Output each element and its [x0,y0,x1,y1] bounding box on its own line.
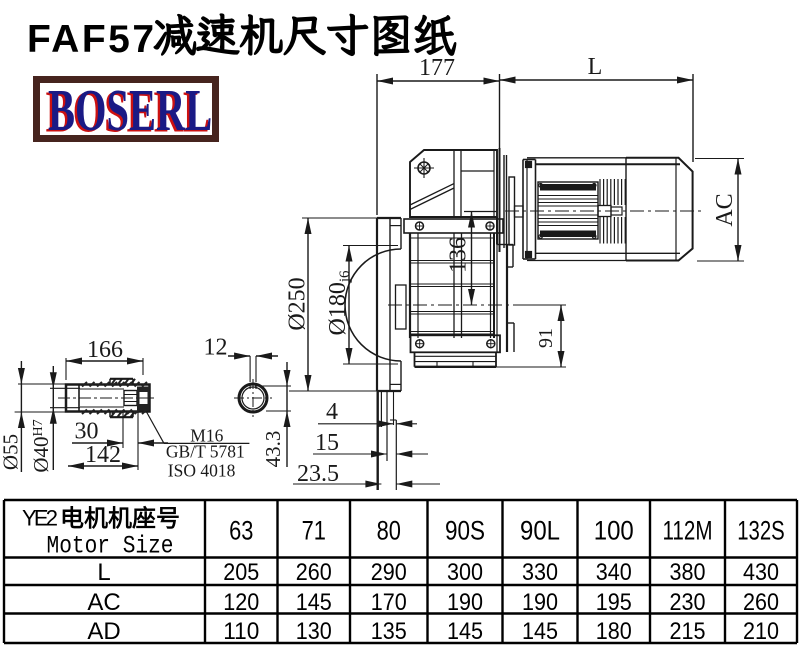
svg-text:142: 142 [85,442,121,468]
svg-text:Motor Size: Motor Size [47,532,174,561]
svg-text:380: 380 [670,559,706,586]
svg-text:190: 190 [522,589,558,616]
svg-text:136: 136 [446,237,472,273]
svg-text:BOSERL: BOSERL [48,77,212,142]
svg-text:AC: AC [87,589,120,616]
svg-text:4: 4 [326,399,338,425]
svg-text:FAF57: FAF57 [27,18,157,61]
svg-text:177: 177 [419,55,455,81]
svg-text:130: 130 [296,618,332,645]
svg-text:135: 135 [371,618,407,645]
svg-text:110: 110 [223,618,259,645]
svg-text:430: 430 [743,559,779,586]
svg-text:190: 190 [447,589,483,616]
svg-text:340: 340 [596,559,632,586]
svg-text:180: 180 [596,618,632,645]
svg-text:195: 195 [596,589,632,616]
svg-text:230: 230 [670,589,706,616]
svg-text:90L: 90L [520,516,560,546]
svg-text:M16: M16 [190,426,223,446]
svg-text:205: 205 [223,559,259,586]
svg-text:80: 80 [377,516,401,546]
svg-text:15: 15 [315,430,339,456]
svg-text:L: L [97,559,110,586]
svg-text:132S: 132S [737,516,785,546]
svg-text:L: L [588,54,603,80]
svg-text:YE2: YE2 [22,506,58,531]
svg-text:AD: AD [87,618,120,645]
svg-text:Ø250: Ø250 [285,277,311,330]
svg-text:Ø55: Ø55 [0,434,23,470]
svg-text:GB/T 5781: GB/T 5781 [166,442,245,462]
svg-text:BOSERL: BOSERL [46,79,210,144]
svg-text:330: 330 [522,559,558,586]
svg-text:30: 30 [75,419,99,445]
svg-text:145: 145 [522,618,558,645]
svg-text:91: 91 [535,328,557,348]
svg-text:166: 166 [87,337,123,363]
svg-text:260: 260 [296,559,332,586]
svg-text:112M: 112M [663,516,713,546]
svg-text:90S: 90S [445,516,485,546]
svg-text:215: 215 [670,618,706,645]
svg-text:63: 63 [229,516,253,546]
svg-text:AC: AC [712,193,738,226]
svg-text:71: 71 [302,516,326,546]
svg-text:145: 145 [447,618,483,645]
svg-text:23.5: 23.5 [297,461,339,487]
svg-text:290: 290 [371,559,407,586]
svg-text:300: 300 [447,559,483,586]
svg-text:ISO 4018: ISO 4018 [168,460,236,480]
svg-text:43.3: 43.3 [261,431,285,468]
svg-text:260: 260 [743,589,779,616]
svg-text:12: 12 [204,335,228,361]
svg-text:Ø40H7: Ø40H7 [29,419,53,472]
svg-text:145: 145 [296,589,332,616]
svg-text:120: 120 [223,589,259,616]
svg-text:210: 210 [743,618,779,645]
svg-text:100: 100 [594,516,634,546]
svg-text:170: 170 [371,589,407,616]
